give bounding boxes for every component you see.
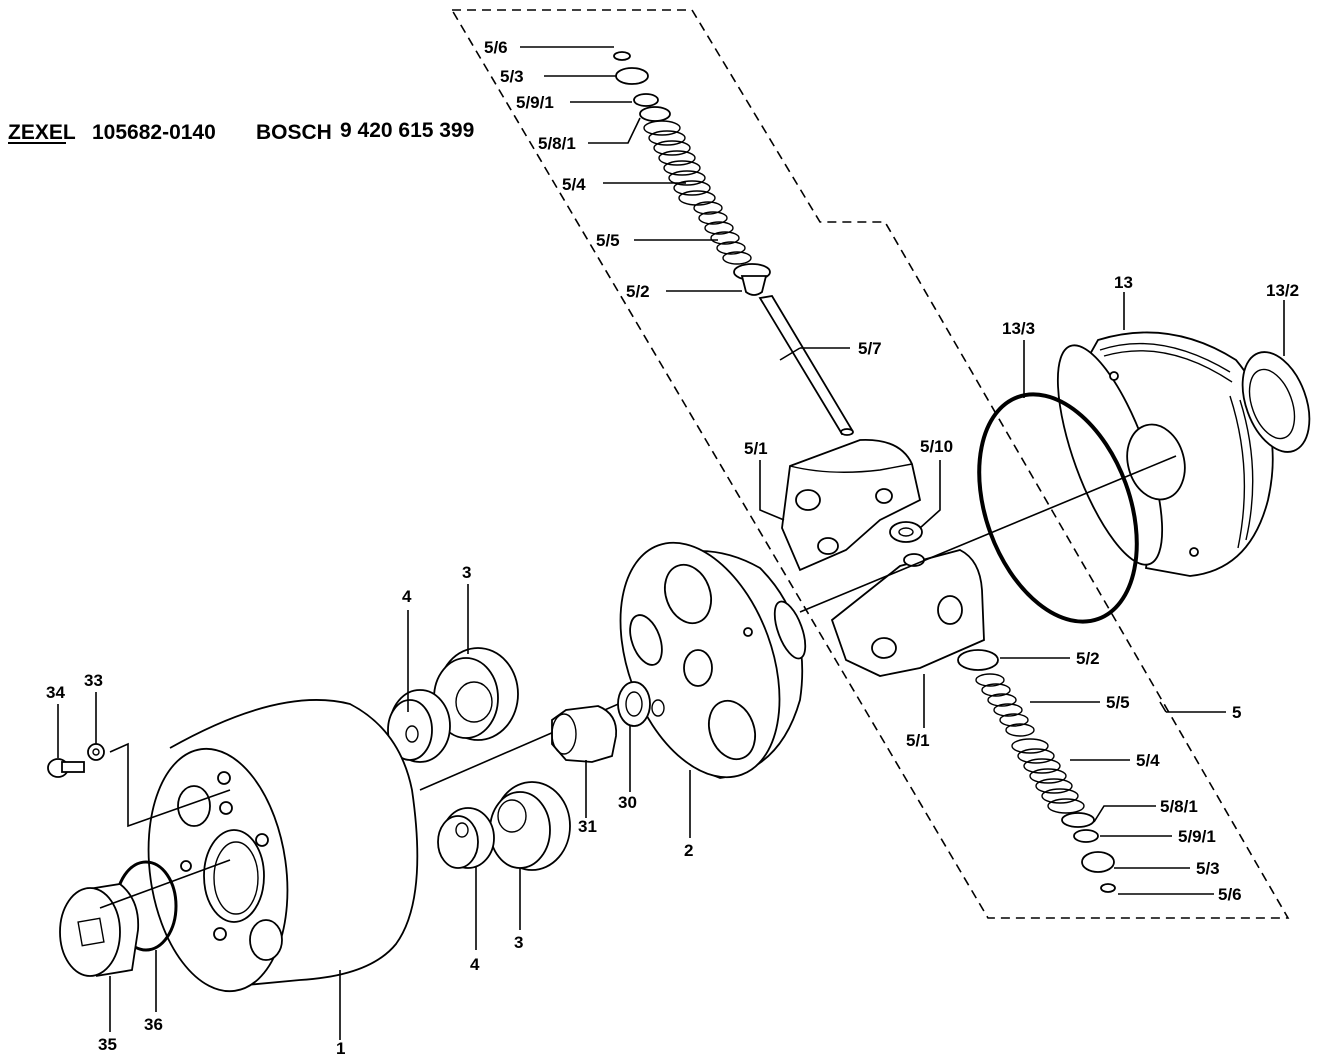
nut-31 [551, 705, 618, 763]
label-13-2: 13/2 [1266, 281, 1299, 300]
part-5-2-bot [957, 649, 999, 671]
label-4-top: 4 [402, 587, 412, 606]
label-5-2-top: 5/2 [626, 282, 650, 301]
seal-13-2 [1241, 351, 1311, 453]
label-5-3-top: 5/3 [500, 67, 524, 86]
label-5-1-bot: 5/1 [906, 731, 930, 750]
label-5-10: 5/10 [920, 437, 953, 456]
part-5-8-1-bot [1061, 812, 1095, 828]
label-5-6-bot: 5/6 [1218, 885, 1242, 904]
label-4-bot: 4 [470, 955, 480, 974]
part-5-6-top [613, 51, 631, 61]
washer-33 [87, 743, 105, 761]
washer-30 [617, 681, 665, 727]
label-31: 31 [578, 817, 597, 836]
label-13-3: 13/3 [1002, 319, 1035, 338]
label-5-4-top: 5/4 [562, 175, 586, 194]
plug-35 [59, 883, 140, 977]
label-5-6-top: 5/6 [484, 38, 508, 57]
label-1: 1 [336, 1039, 345, 1058]
label-36: 36 [144, 1015, 163, 1034]
left-leaders [57, 584, 691, 1040]
label-30: 30 [618, 793, 637, 812]
zexel-part-number: 105682-0140 [92, 121, 216, 144]
lower-valve-stack [957, 649, 1116, 893]
label-5-4-bot: 5/4 [1136, 751, 1160, 770]
label-5: 5 [1232, 703, 1241, 722]
label-5-1-top: 5/1 [744, 439, 768, 458]
cover-13 [1056, 331, 1274, 577]
bosch-part-number: 9 420 615 399 [340, 119, 474, 142]
part-5-9-1-top [633, 93, 659, 107]
label-5-8-1-top: 5/8/1 [538, 134, 576, 153]
part-5-3-bot [1081, 851, 1115, 873]
label-5-3-bot: 5/3 [1196, 859, 1220, 878]
part-5-6-bot [1100, 883, 1116, 893]
label-3-bot: 3 [514, 933, 523, 952]
assembly-5-boundary [451, 9, 1290, 919]
label-5-2-bot: 5/2 [1076, 649, 1100, 668]
label-13: 13 [1114, 273, 1133, 292]
part-5-10 [889, 521, 923, 543]
part-4-upper [387, 689, 451, 763]
part-5-8-1-top [639, 106, 671, 122]
label-5-8-1-bot: 5/8/1 [1160, 797, 1198, 816]
right-leaders [759, 292, 1285, 895]
label-5-7: 5/7 [858, 339, 882, 358]
part-5-9-1-bot [1073, 829, 1099, 843]
plug-axis [99, 859, 231, 909]
centre-axis-upper [799, 455, 1177, 613]
screw-34 [47, 758, 85, 778]
upper-valve-stack [613, 51, 854, 436]
upper-leaders [520, 46, 850, 361]
label-5-5-top: 5/5 [596, 231, 620, 250]
housing-1 [147, 699, 419, 993]
brand-bosch: BOSCH [256, 121, 332, 144]
label-34: 34 [46, 683, 65, 702]
label-33: 33 [84, 671, 103, 690]
part-4-lower [437, 807, 495, 869]
label-5-9-1-bot: 5/9/1 [1178, 827, 1216, 846]
part-3-lower [489, 781, 571, 871]
screw-path-leader [109, 742, 231, 828]
label-5-9-1-top: 5/9/1 [516, 93, 554, 112]
label-2: 2 [684, 841, 693, 860]
brand-zexel: ZEXEL [8, 121, 76, 144]
valve-body-5-1-upper [781, 439, 922, 572]
part-5-7-rod [758, 295, 854, 436]
plate-2 [619, 541, 807, 779]
label-3-top: 3 [462, 563, 471, 582]
part-5-3-top [615, 67, 649, 85]
label-35: 35 [98, 1035, 117, 1054]
valve-body-5-1-lower [830, 549, 985, 677]
label-5-5-bot: 5/5 [1106, 693, 1130, 712]
